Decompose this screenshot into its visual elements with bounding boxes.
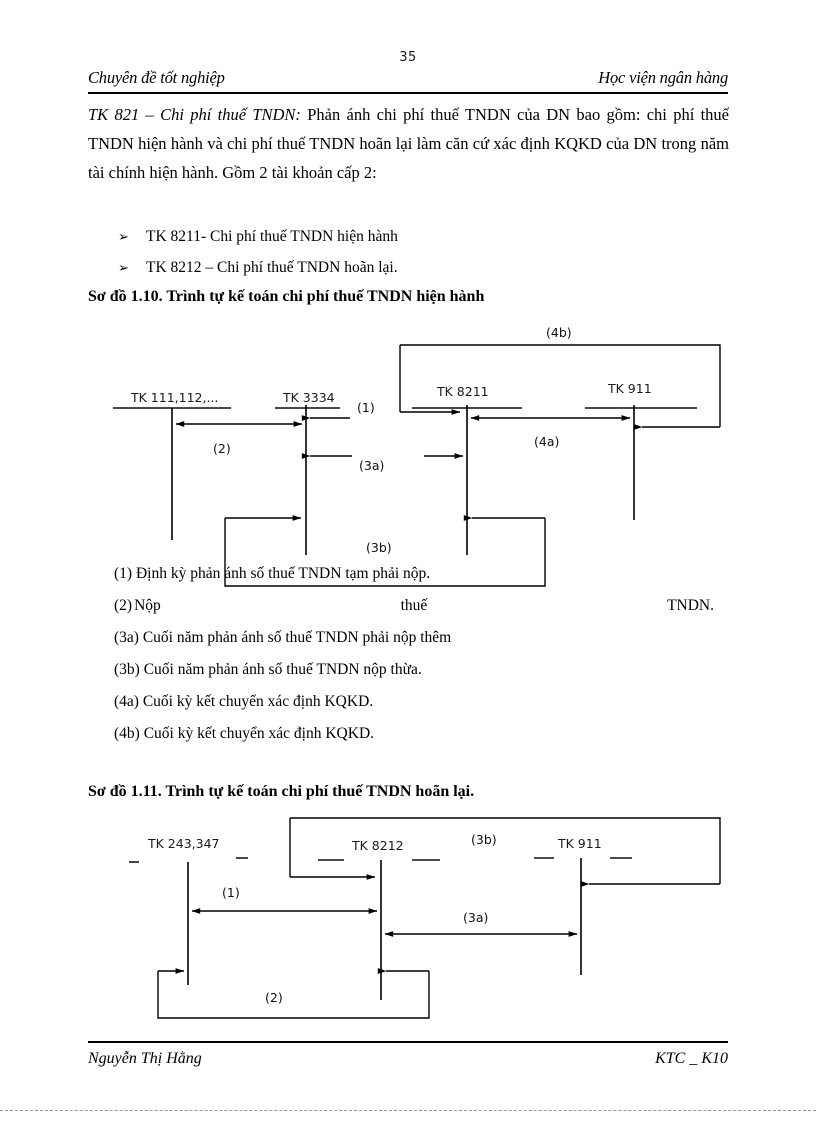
legend-item-2: (2)Nộp thuế TNDN. <box>114 597 734 629</box>
list-item: ➢ TK 8211- Chi phí thuế TNDN hiện hành <box>118 222 718 253</box>
ref-label-4b: (4b) <box>546 325 572 340</box>
legend-item-4a: (4a) Cuối kỳ kết chuyển xác định KQKD. <box>114 693 734 725</box>
ref-label-3a: (3a) <box>359 458 385 473</box>
page-header: Chuyên đề tốt nghiệp Học viện ngân hàng <box>88 68 728 88</box>
ref-3b-box <box>289 817 721 887</box>
ref-label-2: (2) <box>213 441 231 456</box>
legend-text: Cuối năm phản ánh số thuế TNDN phải nộp … <box>142 629 452 646</box>
header-divider <box>88 92 728 94</box>
legend-number: (4b) <box>114 725 140 742</box>
diagram-1-caption: Sơ đồ 1.10. Trình tự kế toán chi phí thu… <box>88 288 485 305</box>
bullet-list: ➢ TK 8211- Chi phí thuế TNDN hiện hành ➢… <box>118 222 718 284</box>
diagram-1-accounting-flow <box>113 344 721 587</box>
arrow-bullet-icon: ➢ <box>118 230 129 245</box>
account-label-tk8211: TK 8211 <box>437 384 489 399</box>
account-label-tk111: TK 111,112,... <box>131 390 219 405</box>
account-label-tk243: TK 243,347 <box>148 836 220 851</box>
legend-item-3b: (3b) Cuối năm phản ánh số thuế TNDN nộp … <box>114 661 734 693</box>
paragraph-rest: Phản ánh chi phí thuế TNDN của DN bao gồ… <box>88 105 729 182</box>
paragraph-lead: TK 821 – Chi phí thuế TNDN: <box>88 105 301 124</box>
account-label-tk8212: TK 8212 <box>352 838 404 853</box>
legend-text: Cuối kỳ kết chuyển xác định KQKD. <box>142 693 374 710</box>
legend-text: Cuối năm phản ánh số thuế TNDN nộp thừa. <box>143 661 422 678</box>
account-label-tk911: TK 911 <box>608 381 652 396</box>
legend-text: Cuối kỳ kết chuyển xác định KQKD. <box>143 725 375 742</box>
ref-label-3b: (3b) <box>366 540 392 555</box>
legend-text: Định kỳ phản ánh số thuế TNDN tạm phải n… <box>135 565 431 582</box>
account-label-tk3334: TK 3334 <box>283 390 335 405</box>
list-item-label: TK 8211- Chi phí thuế TNDN hiện hành <box>146 228 398 245</box>
legend-text-a: Nộp <box>134 597 161 614</box>
arrow-bullet-icon: ➢ <box>118 261 129 276</box>
ref-4b-box <box>399 344 721 430</box>
legend-item-4b: (4b) Cuối kỳ kết chuyển xác định KQKD. <box>114 725 734 757</box>
body-paragraph: TK 821 – Chi phí thuế TNDN: Phản ánh chi… <box>88 100 729 187</box>
ref-label-3b: (3b) <box>471 832 497 847</box>
ref-label-2: (2) <box>265 990 283 1005</box>
page-number: 35 <box>399 50 417 65</box>
list-item: ➢ TK 8212 – Chi phí thuế TNDN hoãn lại. <box>118 253 718 284</box>
diagram-2-caption: Sơ đồ 1.11. Trình tự kế toán chi phí thu… <box>88 783 475 800</box>
flow-3b-path <box>224 515 546 587</box>
ref-label-4a: (4a) <box>534 434 560 449</box>
footer-right-text: KTC _ K10 <box>655 1050 728 1067</box>
footer-left-text: Nguyễn Thị Hằng <box>88 1050 202 1067</box>
ref-label-3a: (3a) <box>463 910 489 925</box>
account-label-tk911: TK 911 <box>558 836 602 851</box>
page-footer: Nguyễn Thị Hằng KTC _ K10 <box>88 1050 728 1068</box>
legend-item-1: (1) Định kỳ phản ánh số thuế TNDN tạm ph… <box>114 565 734 597</box>
legend-item-3a: (3a) Cuối năm phản ánh số thuế TNDN phải… <box>114 629 734 661</box>
footer-divider <box>88 1041 728 1043</box>
legend-number: (3a) <box>114 629 139 646</box>
legend-text-c: TNDN. <box>667 597 714 614</box>
header-right-text: Học viện ngân hàng <box>598 68 728 87</box>
legend-text-b: thuế <box>400 597 428 614</box>
flow-2-path <box>157 968 430 1019</box>
legend-number: (4a) <box>114 693 139 710</box>
diagram-1-legend: (1) Định kỳ phản ánh số thuế TNDN tạm ph… <box>114 565 734 757</box>
ref-label-1: (1) <box>357 400 375 415</box>
header-left-text: Chuyên đề tốt nghiệp <box>88 68 225 87</box>
legend-number: (1) <box>114 565 133 582</box>
list-item-label: TK 8212 – Chi phí thuế TNDN hoãn lại. <box>146 259 398 276</box>
page-bottom-dashed-rule <box>0 1110 816 1111</box>
ref-label-1: (1) <box>222 885 240 900</box>
legend-number: (3b) <box>114 661 140 678</box>
legend-number: (2) <box>114 597 133 614</box>
